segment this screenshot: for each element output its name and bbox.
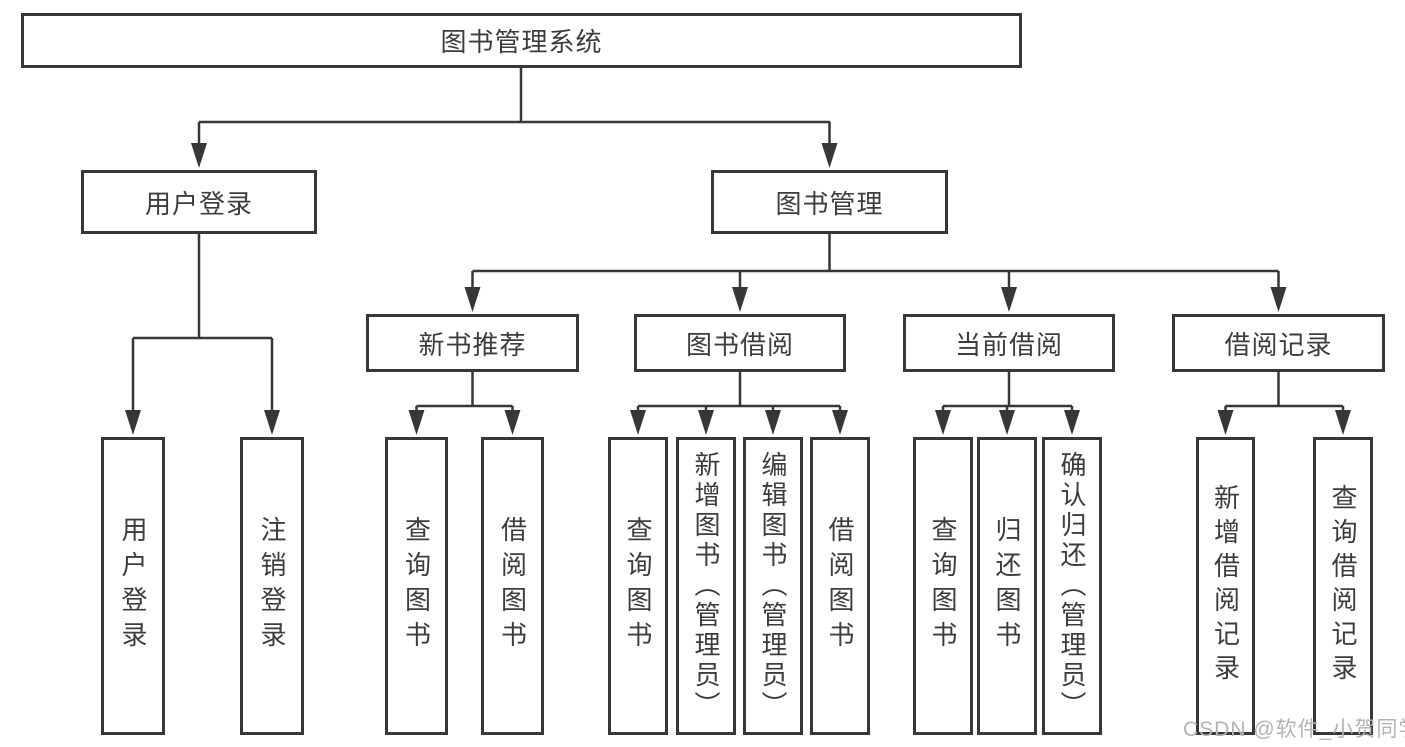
leaf-query-borrow-record-label: 查询借阅记录	[1328, 484, 1358, 688]
node-borrowing-records-label: 借阅记录	[1224, 329, 1333, 360]
node-borrowing-records: 借阅记录	[1172, 314, 1385, 372]
leaf-logout-label: 注销登录	[257, 516, 287, 656]
leaf-user-login: 用户登录	[101, 437, 165, 735]
node-new-book-recommend-label: 新书推荐	[418, 329, 527, 360]
leaf-user-login-label: 用户登录	[118, 516, 148, 656]
node-root-system: 图书管理系统	[21, 13, 1022, 68]
node-root-system-label: 图书管理系统	[440, 27, 603, 57]
leaf-confirm-return-admin-label: 确认归还（管理员）	[1057, 451, 1087, 721]
leaf-query-books-current-label: 查询图书	[928, 516, 958, 656]
leaf-query-books-borrow-label: 查询图书	[623, 516, 653, 656]
leaf-borrow-books-label: 借阅图书	[825, 516, 855, 656]
leaf-return-books: 归还图书	[977, 437, 1037, 735]
leaf-add-books-admin-label: 新增图书（管理员）	[691, 451, 721, 721]
leaf-return-books-label: 归还图书	[992, 516, 1022, 656]
leaf-query-books-recommend: 查询图书	[385, 437, 448, 735]
csdn-watermark: CSDN @软件_小贺同学	[1183, 718, 1405, 741]
node-book-borrowing-label: 图书借阅	[685, 329, 794, 360]
node-user-login: 用户登录	[81, 170, 317, 234]
arrowheads	[125, 143, 1351, 435]
leaf-confirm-return-admin: 确认归还（管理员）	[1042, 437, 1102, 735]
leaf-edit-books-admin-label: 编辑图书（管理员）	[758, 451, 788, 721]
node-user-login-label: 用户登录	[144, 188, 253, 219]
leaf-borrow-books-recommend-label: 借阅图书	[497, 516, 528, 656]
connector-segments	[131, 68, 1345, 412]
leaf-borrow-books: 借阅图书	[810, 437, 870, 735]
leaf-add-borrow-record-label: 新增借阅记录	[1210, 484, 1241, 688]
leaf-query-borrow-record: 查询借阅记录	[1313, 437, 1373, 735]
node-book-borrowing: 图书借阅	[634, 314, 846, 372]
node-book-management: 图书管理	[711, 170, 948, 234]
node-current-borrowing: 当前借阅	[903, 314, 1115, 372]
leaf-borrow-books-recommend: 借阅图书	[481, 437, 544, 735]
leaf-add-books-admin: 新增图书（管理员）	[676, 437, 736, 735]
leaf-query-books-recommend-label: 查询图书	[401, 516, 432, 656]
node-book-management-label: 图书管理	[775, 188, 884, 219]
leaf-query-books-borrow: 查询图书	[608, 437, 668, 735]
leaf-edit-books-admin: 编辑图书（管理员）	[743, 437, 803, 735]
leaf-logout: 注销登录	[240, 437, 304, 735]
leaf-query-books-current: 查询图书	[913, 437, 973, 735]
leaf-add-borrow-record: 新增借阅记录	[1196, 437, 1255, 735]
node-current-borrowing-label: 当前借阅	[954, 329, 1063, 360]
node-new-book-recommend: 新书推荐	[366, 314, 579, 372]
